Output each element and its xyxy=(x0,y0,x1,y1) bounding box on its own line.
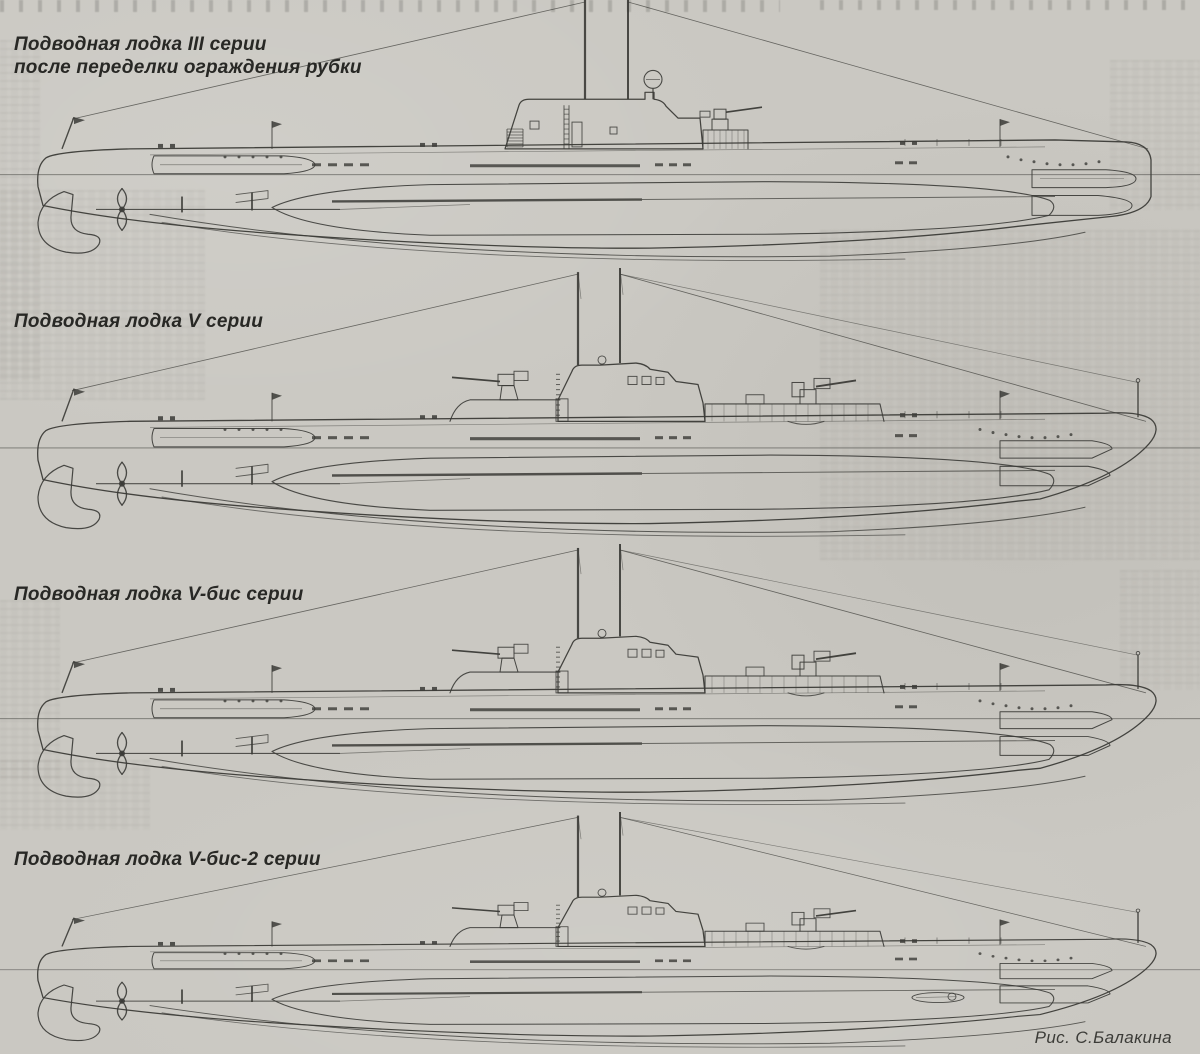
aft-gun xyxy=(699,106,763,150)
bow-torpedo-tubes xyxy=(1031,169,1137,216)
hull xyxy=(37,412,1157,537)
caption-line: Подводная лодка V серии xyxy=(14,311,264,332)
conning-tower xyxy=(449,268,706,422)
submarine-drawing-series-v-bis xyxy=(0,544,1200,805)
aft-gun xyxy=(704,377,885,425)
bow-torpedo-tubes xyxy=(999,711,1113,756)
saddle-tank xyxy=(151,155,1056,236)
figure-caption-series-v-bis: Подводная лодка V-бис серии xyxy=(14,583,303,606)
caption-line: Подводная лодка III серии xyxy=(14,34,267,55)
aft-gun xyxy=(704,908,885,950)
hull-markings xyxy=(158,138,1101,168)
hull-scuttle xyxy=(911,992,965,1003)
rigging xyxy=(61,273,1147,422)
bow-torpedo-tubes xyxy=(999,963,1113,1004)
stern-gear xyxy=(37,461,471,530)
hull xyxy=(37,938,1157,1048)
rigging xyxy=(61,549,1147,694)
rigging xyxy=(61,1,1149,150)
hull xyxy=(37,683,1157,805)
figure-caption-series-v: Подводная лодка V серии xyxy=(14,310,263,333)
hull-markings xyxy=(158,411,1073,441)
caption-line: Подводная лодка V-бис-2 серии xyxy=(14,849,321,870)
caption-line: после переделки ограждения рубки xyxy=(14,57,362,78)
submarine-drawing-series-v-bis-2 xyxy=(0,812,1200,1048)
caption-line: Подводная лодка V-бис серии xyxy=(14,584,304,605)
hull-markings xyxy=(158,937,1073,964)
stern-gear xyxy=(37,731,471,798)
submarine-drawing-series-v xyxy=(0,268,1200,537)
rigging xyxy=(61,817,1147,947)
bow-torpedo-tubes xyxy=(999,440,1113,487)
artist-credit: Рис. С.Балакина xyxy=(1034,1028,1172,1047)
hull xyxy=(37,139,1152,261)
stern-gear xyxy=(37,187,471,254)
stern-gear xyxy=(37,981,471,1042)
saddle-tank xyxy=(151,699,1056,780)
conning-tower xyxy=(449,544,706,694)
conning-tower xyxy=(504,0,704,150)
hull-markings xyxy=(158,682,1073,712)
submarine-drawing-series-iii xyxy=(0,0,1200,261)
aft-gun xyxy=(704,650,885,697)
figure-caption-series-iii: Подводная лодка III серии после переделк… xyxy=(14,33,362,79)
saddle-tank xyxy=(151,952,1056,1025)
saddle-tank xyxy=(151,427,1056,511)
figure-caption-series-v-bis-2: Подводная лодка V-бис-2 серии xyxy=(14,848,321,871)
conning-tower xyxy=(449,812,706,948)
